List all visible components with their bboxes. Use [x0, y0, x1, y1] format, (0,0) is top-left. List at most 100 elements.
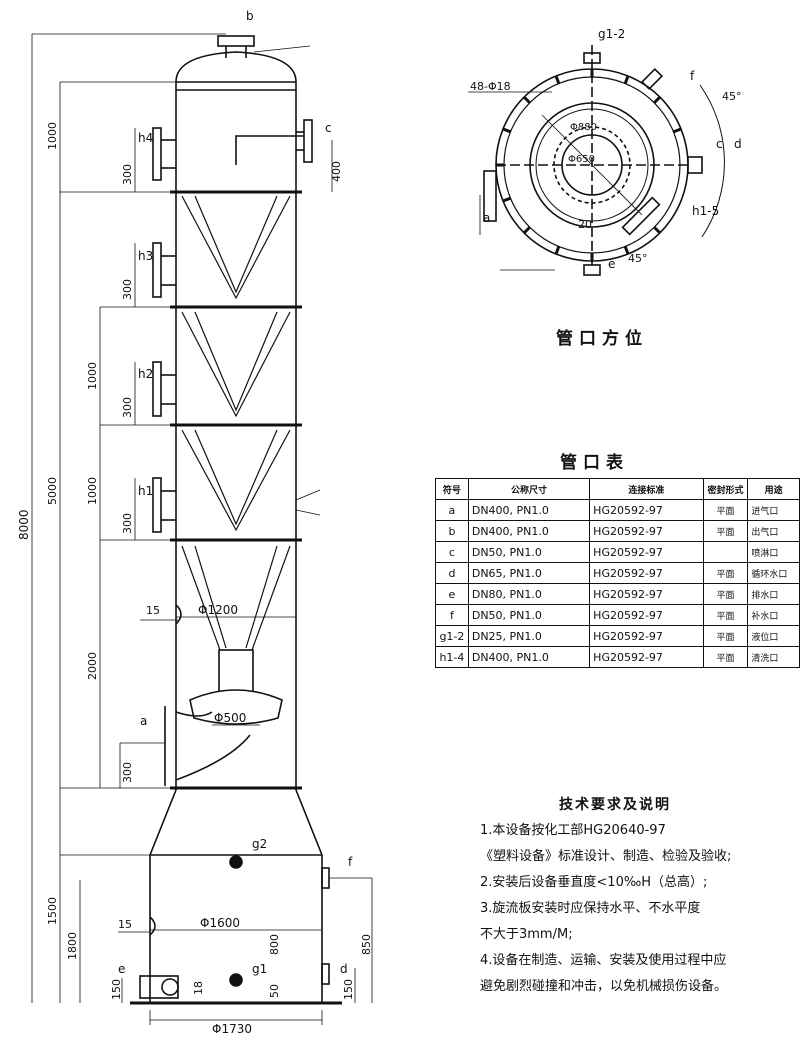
- cell-standard: HG20592-97: [589, 541, 704, 563]
- dim-phi500: Φ500: [214, 711, 246, 725]
- cell-purpose: 补水口: [747, 604, 800, 626]
- cell-symbol: a: [435, 499, 469, 521]
- cell-seal: 平面: [702, 625, 749, 647]
- cell-standard: HG20592-97: [589, 562, 704, 584]
- dim-300-a: 300: [121, 762, 134, 783]
- note-line: 3.旋流板安装时应保持水平、不水平度: [480, 901, 701, 916]
- dim-800: 800: [268, 934, 281, 955]
- orient-angle-top: 45°: [722, 90, 742, 103]
- note-line: 避免剧烈碰撞和冲击，以免机械损伤设备。: [480, 979, 728, 994]
- cell-nominal-size: DN400, PN1.0: [467, 646, 591, 668]
- nozzle-label-h3: h3: [138, 249, 153, 263]
- cell-seal: 平面: [702, 562, 749, 584]
- cell-purpose: 清洗口: [747, 646, 800, 668]
- note-line: 1.本设备按化工部HG20640-97: [480, 823, 666, 838]
- cell-nominal-size: DN50, PN1.0: [467, 604, 591, 626]
- orient-label-d: d: [734, 137, 742, 151]
- cell-standard: HG20592-97: [589, 583, 704, 605]
- note-line: 2.安装后设备垂直度<10‰H（总高）;: [480, 875, 708, 890]
- orient-label-f: f: [690, 69, 695, 83]
- dim-total-height: 8000: [17, 509, 31, 540]
- nozzle-label-c: c: [325, 121, 332, 135]
- note-line: 不大于3mm/M;: [480, 927, 573, 942]
- cell-nominal-size: DN65, PN1.0: [467, 562, 591, 584]
- orient-d20: 20: [578, 218, 592, 231]
- cell-nominal-size: DN400, PN1.0: [467, 499, 591, 521]
- notes-title: 技术要求及说明: [559, 797, 671, 813]
- cell-seal: 平面: [702, 604, 749, 626]
- cell-seal: 平面: [702, 646, 749, 668]
- dim-300-h2: 300: [121, 397, 134, 418]
- nozzle-table-title: 管口表: [560, 453, 629, 473]
- dim-phi1200: Φ1200: [198, 603, 238, 617]
- header-seal: 密封形式: [702, 478, 749, 500]
- cell-standard: HG20592-97: [589, 625, 704, 647]
- cell-symbol: d: [435, 562, 469, 584]
- dim-phi1600: Φ1600: [200, 916, 240, 930]
- dim-50: 50: [268, 984, 281, 998]
- orient-label-a: a: [483, 211, 490, 225]
- nozzle-table-header: 符号 公称尺寸 连接标准 密封形式 用途: [435, 478, 800, 500]
- orient-label-g12: g1-2: [598, 27, 625, 41]
- header-standard: 连接标准: [589, 478, 704, 500]
- nozzle-label-h1: h1: [138, 484, 153, 498]
- dim-150-d: 150: [342, 979, 355, 1000]
- dim-150-e: 150: [110, 979, 123, 1000]
- dim-2000: 2000: [86, 652, 99, 680]
- dim-15-top: 15: [146, 604, 160, 617]
- orient-angle-bottom: 45°: [628, 252, 648, 265]
- cell-nominal-size: DN25, PN1.0: [467, 625, 591, 647]
- cell-symbol: f: [435, 604, 469, 626]
- dim-phi1730: Φ1730: [212, 1022, 252, 1036]
- technical-notes: 技术要求及说明 1.本设备按化工部HG20640-97 《塑料设备》标准设计、制…: [480, 792, 780, 1000]
- cell-nominal-size: DN400, PN1.0: [467, 520, 591, 542]
- cell-symbol: e: [435, 583, 469, 605]
- dim-300-h3: 300: [121, 279, 134, 300]
- cell-nominal-size: DN80, PN1.0: [467, 583, 591, 605]
- cell-purpose: 液位口: [747, 625, 800, 647]
- nozzle-label-f: f: [348, 855, 353, 869]
- dim-1000-top: 1000: [46, 122, 59, 150]
- nozzle-label-h2: h2: [138, 367, 153, 381]
- cell-seal: 平面: [702, 520, 749, 542]
- dim-300-h1: 300: [121, 513, 134, 534]
- nozzle-label-a: a: [140, 714, 147, 728]
- nozzle-label-b: b: [246, 9, 254, 23]
- cell-purpose: 循环水口: [747, 562, 800, 584]
- dim-300-h4: 300: [121, 164, 134, 185]
- orient-label-h15: h1-5: [692, 204, 719, 218]
- cell-purpose: 进气口: [747, 499, 800, 521]
- header-purpose: 用途: [747, 478, 800, 500]
- cell-purpose: 喷淋口: [747, 541, 800, 563]
- orientation-title: 管口方位: [556, 328, 648, 349]
- orient-label-e: e: [608, 257, 615, 271]
- dim-15-bottom: 15: [118, 918, 132, 931]
- nozzle-label-e: e: [118, 962, 125, 976]
- header-symbol: 符号: [435, 478, 469, 500]
- cell-seal: [702, 541, 749, 563]
- dim-1800: 1800: [66, 932, 79, 960]
- cell-symbol: h1-4: [435, 646, 469, 668]
- header-nominal-size: 公称尺寸: [467, 478, 591, 500]
- cell-purpose: 出气口: [747, 520, 800, 542]
- dim-850: 850: [360, 934, 373, 955]
- dim-400-c: 400: [330, 161, 343, 182]
- nozzle-label-h4: h4: [138, 131, 153, 145]
- cell-standard: HG20592-97: [589, 520, 704, 542]
- dim-1500: 1500: [46, 897, 59, 925]
- dim-1000-low: 1000: [86, 477, 99, 505]
- note-line: 4.设备在制造、运输、安装及使用过程中应: [480, 953, 727, 968]
- nozzle-label-d: d: [340, 962, 348, 976]
- cell-standard: HG20592-97: [589, 646, 704, 668]
- nozzle-label-g2: g2: [252, 837, 267, 851]
